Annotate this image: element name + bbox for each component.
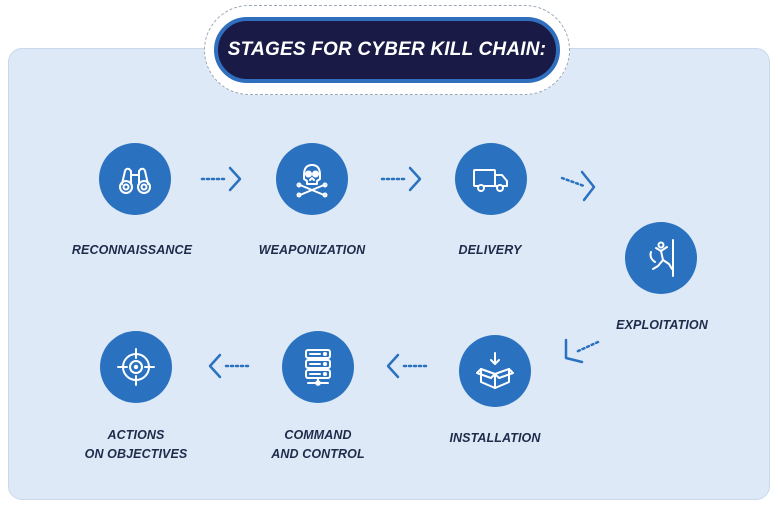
stage-label-weaponization: WEAPONIZATION [258, 243, 366, 257]
stage-label-actions-on-objectives: ACTIONS ON OBJECTIVES [84, 428, 188, 461]
stage-label-installation: INSTALLATION [449, 431, 541, 445]
stage-label-command-and-control: COMMAND AND CONTROL [271, 428, 365, 461]
arrow-down-left [564, 338, 600, 364]
title-banner: STAGES FOR CYBER KILL CHAIN: [214, 17, 560, 83]
stage-reconnaissance [99, 143, 171, 215]
arrow-left-2 [208, 353, 250, 379]
skull-crossbones-icon [296, 164, 328, 198]
box-download-icon [476, 352, 514, 389]
arrow-right-2 [380, 166, 422, 192]
truck-icon [473, 169, 508, 192]
stage-command-and-control [282, 331, 354, 403]
stage-label-exploitation: EXPLOITATION [616, 318, 708, 332]
server-icon [305, 349, 331, 386]
stage-delivery [455, 143, 527, 215]
climber-icon [649, 239, 674, 277]
stage-exploitation [625, 222, 697, 294]
stage-label-delivery: DELIVERY [458, 243, 522, 257]
diagram-title: STAGES FOR CYBER KILL CHAIN: [227, 39, 547, 60]
stage-actions-on-objectives [100, 331, 172, 403]
arrow-left-1 [386, 353, 428, 379]
target-icon [117, 348, 155, 386]
stage-label-reconnaissance: RECONNAISSANCE [71, 243, 193, 257]
stage-installation [459, 335, 531, 407]
arrow-down-right [560, 170, 596, 202]
binoculars-icon [119, 167, 151, 194]
stage-weaponization [276, 143, 348, 215]
arrow-right-1 [200, 166, 242, 192]
